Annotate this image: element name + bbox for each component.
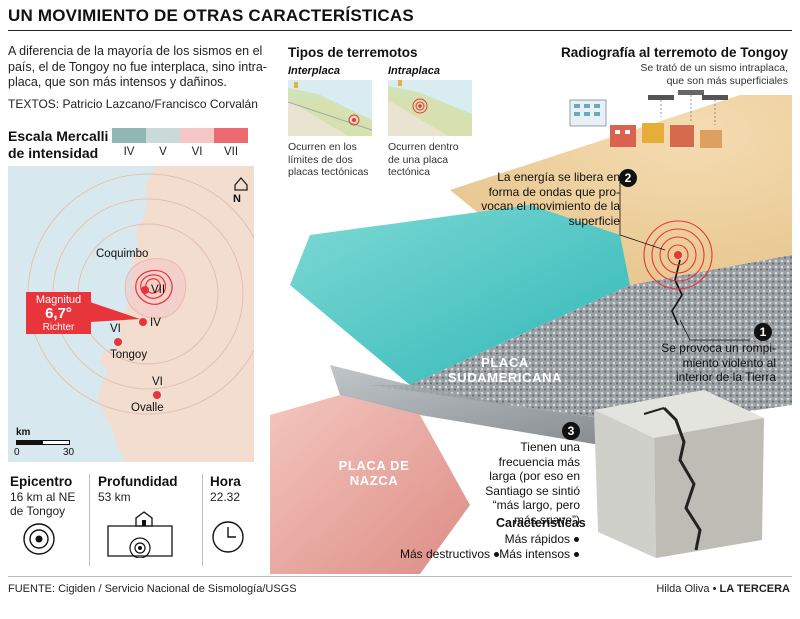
coquimbo-dot xyxy=(141,286,149,294)
intro-text: A diferencia de la mayoría de los sismos… xyxy=(8,44,267,89)
plate-sudamericana-line1: PLACA xyxy=(481,355,529,370)
depth-house-icon xyxy=(107,511,173,558)
intraplaca-caption: Ocurren dentro de una placa tectónica xyxy=(388,141,459,178)
footer-bullet: • xyxy=(712,583,717,595)
city-coquimbo-label: Coquimbo xyxy=(96,248,149,260)
map-graphic xyxy=(27,166,254,462)
mercalli-swatch-vii xyxy=(214,128,248,143)
intensity-epicenter-label: IV xyxy=(150,317,161,329)
magnitude-pointer xyxy=(90,302,140,322)
step3-text: Tienen una frecuencia más larga (por eso… xyxy=(485,440,580,527)
cracked-block-diagram xyxy=(594,390,764,558)
plate-nazca-label: PLACA DE NAZCA xyxy=(322,458,426,488)
tongoy-dot xyxy=(114,338,122,346)
interplaca-caption: Ocurren en los límites de dos placas tec… xyxy=(288,141,369,178)
features-title: Características xyxy=(496,516,586,530)
intensity-coquimbo-label: VII xyxy=(151,284,166,296)
page-title: UN MOVIMIENTO DE OTRAS CARACTERÍSTICAS xyxy=(8,6,414,25)
intraplaca-diagram xyxy=(388,80,472,136)
mercalli-title-line1: Escala Mercalli xyxy=(8,128,109,144)
title-rule xyxy=(8,30,792,31)
epicentro-title: Epicentro xyxy=(10,474,73,489)
mercalli-swatch-vi xyxy=(180,128,214,143)
scale-max: 30 xyxy=(63,447,75,458)
mercalli-swatch-iv xyxy=(112,128,146,143)
radiography-subtitle: Se trató de un sismo intraplaca, que son… xyxy=(640,62,788,87)
step3-number: 3 xyxy=(562,422,580,440)
plate-sudamericana-line2: SUDAMERICANA xyxy=(447,370,563,385)
intensity-ovalle-label: VI xyxy=(152,376,163,388)
mercalli-label-vi: VI xyxy=(191,146,203,158)
step2-text: La energía se libera en forma de ondas q… xyxy=(481,170,620,228)
radiography-title: Radiografía al terremoto de Tongoy xyxy=(560,45,788,60)
epicenter-dot xyxy=(139,318,147,326)
mercalli-label-iv: IV xyxy=(123,146,135,158)
feature-3-bullet xyxy=(574,552,579,557)
footer-author: Hilda Oliva xyxy=(656,583,710,595)
epicenter-target-icon xyxy=(23,523,55,555)
city-ovalle-label: Ovalle xyxy=(131,402,164,414)
interplaca-diagram xyxy=(288,80,372,136)
feature-1-bullet xyxy=(574,537,579,542)
clock-icon xyxy=(212,521,244,553)
scale-min: 0 xyxy=(14,447,20,458)
intensity-tongoy-label: VI xyxy=(110,323,121,335)
feature-2-bullet xyxy=(494,552,499,557)
interplaca-label: Interplaca xyxy=(288,65,340,77)
feature-3: Más intensos xyxy=(499,547,570,561)
footer-credit: Hilda Oliva • LA TERCERA xyxy=(656,583,790,595)
plate-nazca-line1: PLACA DE xyxy=(338,458,410,473)
hora-title: Hora xyxy=(210,474,241,489)
ovalle-dot xyxy=(153,391,161,399)
footer-rule xyxy=(8,576,792,577)
step2-number: 2 xyxy=(619,169,637,187)
footer-outlet: LA TERCERA xyxy=(719,583,790,595)
intraplaca-label: Intraplaca xyxy=(388,65,440,77)
north-label: N xyxy=(233,193,241,205)
scale-unit: km xyxy=(16,427,31,438)
magnitude-label: Magnitud xyxy=(35,294,82,306)
plate-diagram xyxy=(270,90,792,574)
profundidad-value: 53 km xyxy=(98,490,131,504)
city-tongoy-label: Tongoy xyxy=(110,349,148,361)
plate-nazca-line2: NAZCA xyxy=(349,473,399,488)
mercalli-label-v: V xyxy=(159,146,167,158)
epicentro-value: 16 km al NE de Tongoy xyxy=(10,490,76,518)
mercalli-swatch-v xyxy=(146,128,180,143)
plate-sudamericana-label: PLACA SUDAMERICANA xyxy=(430,355,580,385)
feature-1: Más rápidos xyxy=(504,532,570,546)
hora-value: 22.32 xyxy=(210,490,241,504)
magnitude-unit: Richter xyxy=(42,322,75,333)
profundidad-title: Profundidad xyxy=(98,474,178,489)
stat-divider-2 xyxy=(202,474,203,566)
mercalli-title: Escala Mercalli de intensidad xyxy=(8,128,108,162)
step1-text: Se provoca un rompi-miento violento al i… xyxy=(661,341,776,384)
mercalli-title-line2: de intensidad xyxy=(8,145,99,161)
types-title: Tipos de terremotos xyxy=(288,45,418,60)
feature-2: Más destructivos xyxy=(399,547,490,561)
stat-divider-1 xyxy=(89,474,90,566)
step1-number: 1 xyxy=(754,323,772,341)
mercalli-label-vii: VII xyxy=(223,146,239,158)
footer-source: FUENTE: Cigiden / Servicio Nacional de S… xyxy=(8,583,297,595)
credits-text: TEXTOS: Patricio Lazcano/Francisco Corva… xyxy=(8,97,258,111)
magnitude-value: 6,7° xyxy=(45,305,72,322)
magnitude-box: Magnitud 6,7° Richter xyxy=(26,292,91,334)
scale-bar xyxy=(16,440,70,445)
